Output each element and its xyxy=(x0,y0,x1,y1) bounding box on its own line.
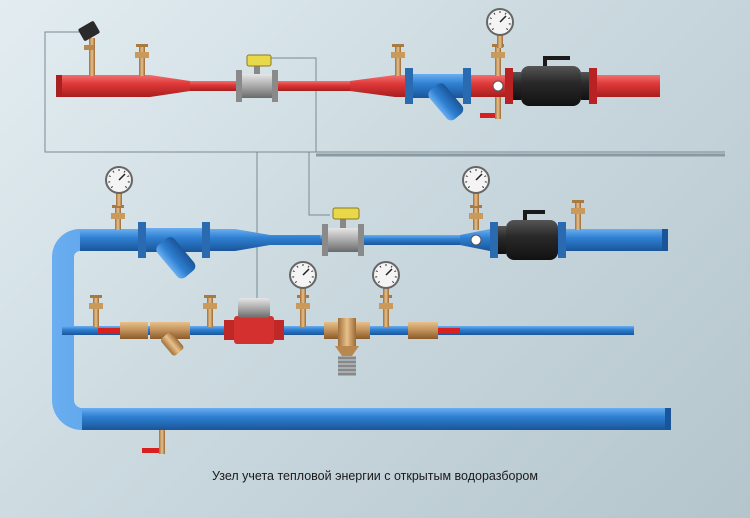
thermometer-well xyxy=(470,234,482,246)
brass-tap xyxy=(469,205,483,230)
pressure-gauge-icon xyxy=(105,166,133,206)
brass-tap xyxy=(491,44,505,76)
pressure-gauges xyxy=(105,8,514,301)
supply-ball-valve xyxy=(505,56,597,106)
brass-tap xyxy=(89,295,103,327)
brass-tap xyxy=(203,295,217,327)
supply-pipeline xyxy=(56,21,660,121)
hot-water-line xyxy=(62,298,634,376)
return-drain-tap xyxy=(142,430,165,454)
pressure-gauge-icon xyxy=(289,261,317,301)
pressure-regulator xyxy=(324,318,370,376)
pressure-gauge-icon xyxy=(486,8,514,48)
return-ball-valve xyxy=(490,210,566,260)
supply-flowmeter xyxy=(236,54,278,102)
pipe-end-cap xyxy=(56,75,62,97)
brass-tap xyxy=(111,205,125,230)
water-meter xyxy=(224,298,284,344)
temperature-sensor xyxy=(78,21,100,76)
return-strainer xyxy=(138,222,210,279)
hot-water-valve-left xyxy=(98,322,148,339)
diagram-caption: Узел учета тепловой энергии с открытым в… xyxy=(212,469,538,483)
hot-water-valve-right xyxy=(408,322,460,339)
pressure-gauge-icon xyxy=(372,261,400,301)
brass-tap xyxy=(135,44,149,76)
pressure-gauge-icon xyxy=(462,166,490,206)
return-pipeline xyxy=(52,207,671,454)
supply-strainer xyxy=(405,68,471,121)
brass-tap xyxy=(571,200,585,230)
brass-taps xyxy=(89,44,585,327)
brass-tap xyxy=(391,44,405,76)
supply-drain-tap xyxy=(480,80,504,119)
hot-water-strainer xyxy=(150,322,190,356)
return-flowmeter xyxy=(322,207,364,256)
